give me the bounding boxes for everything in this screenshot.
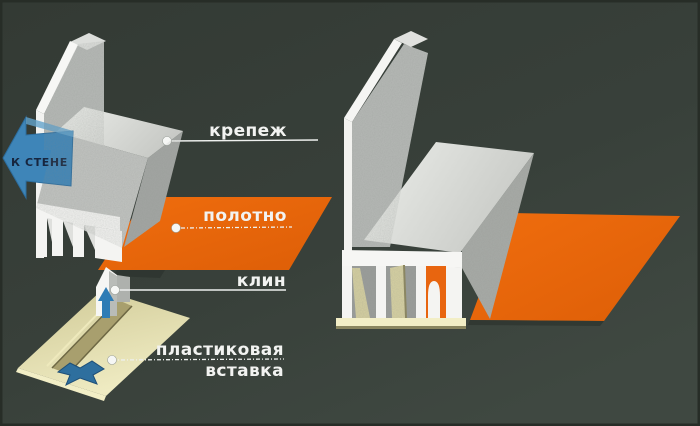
post-2-r [376,266,386,318]
insert-groove [52,300,132,374]
post-4-r [446,267,462,318]
fastener-label: крепеж [209,121,287,141]
wedge-dot [110,285,120,295]
wedge-label: клин [237,271,286,291]
fastener-leader [166,139,319,142]
right-diagram [336,31,680,329]
wedge-back-shadow [117,275,130,302]
post-3-r [416,266,426,318]
insert-label-line1: пластиковая [156,340,284,360]
tooth-gap-bevel-1 [47,218,52,242]
up-arrow-icon [98,287,114,301]
wall-top-face-r [394,31,428,47]
comb-band-r [342,250,462,268]
insert-base-shadow-r [336,326,466,329]
canvas-leader [180,226,293,229]
wall-left-edge [36,41,78,114]
up-arrow-shaft [102,301,110,318]
tooth-1 [36,212,47,257]
insert-dot [107,355,117,365]
post-1-r [342,266,352,318]
canvas-shadow-assembled [468,320,604,326]
insert-front-edge [16,368,106,401]
shelf-top-face-r [364,142,534,253]
canvas-sheet-assembled [470,213,680,321]
insert-base-strip-r [336,318,466,326]
insert-leader [111,358,285,361]
canvas-label: полотно [203,206,287,226]
canvas-shadow [112,270,165,278]
wall-left-edge-r [344,39,402,122]
gap-3-canvas-fold [426,266,446,318]
tooth-3 [73,223,84,257]
press-splay-arrow-icon [56,360,105,387]
groove-line-right [67,305,133,375]
texture-overlay [36,41,534,319]
canvas-dot [171,223,181,233]
left-labels: крепеж полотно клин пластиковая вставка [107,121,319,381]
insert-label-line2: вставка [205,361,284,381]
tooth-gap-bevel-2 [63,221,73,247]
tooth-2 [52,219,63,256]
